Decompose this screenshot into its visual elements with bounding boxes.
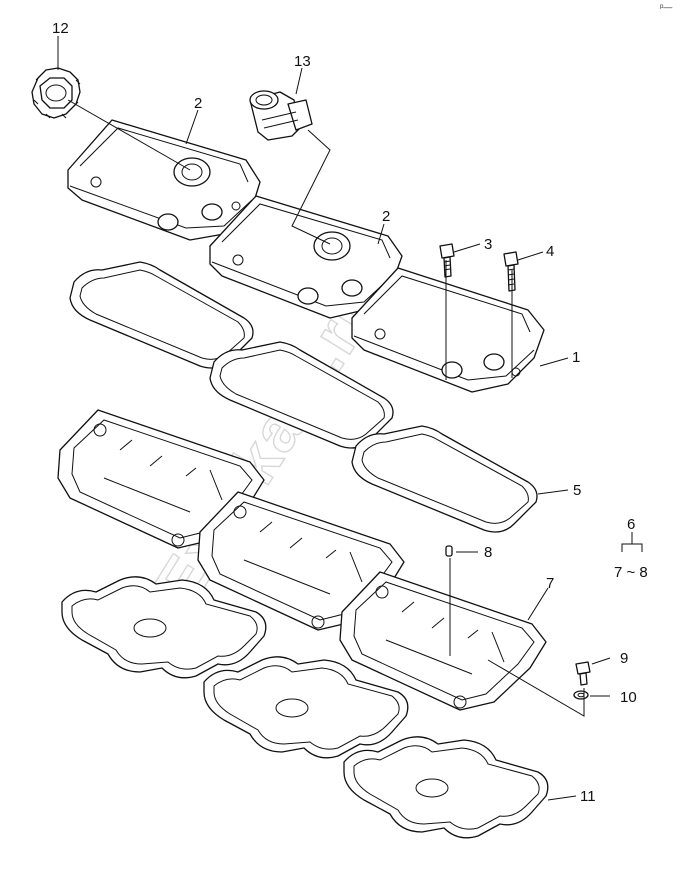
dowel-pin (445, 545, 453, 557)
callout-7: 7 (546, 575, 554, 592)
callout-10: 10 (620, 689, 637, 706)
leader-lines (57, 36, 643, 801)
callout-7-8: 7 ~ 8 (614, 564, 648, 581)
callout-11: 11 (580, 788, 596, 805)
housing-gasket-3 (343, 736, 549, 839)
callout-2-top: 2 (194, 95, 202, 112)
housing-gasket-1 (61, 576, 267, 679)
oil-filler-cap (31, 67, 81, 119)
callout-8: 8 (484, 544, 492, 561)
rocker-cover-3 (351, 267, 545, 393)
callout-13: 13 (294, 53, 311, 70)
callouts: 12 13 2 2 3 4 1 5 6 7 ~ 8 8 7 9 10 11 (52, 20, 648, 805)
callout-6: 6 (627, 516, 635, 533)
page-corner-mark: ᵖ— (660, 2, 672, 12)
callout-9: 9 (620, 650, 628, 667)
breather-fitting (249, 90, 313, 141)
callout-2-middle: 2 (382, 208, 390, 225)
bolt-9 (575, 661, 591, 686)
rocker-cover-2 (209, 195, 403, 319)
cover-gasket-3 (351, 425, 538, 533)
callout-1: 1 (572, 349, 580, 366)
cover-gasket-2 (209, 341, 394, 449)
callout-5: 5 (573, 482, 581, 499)
bolt-3 (439, 243, 455, 278)
rocker-cover-1 (67, 119, 261, 241)
rocker-housing-3 (339, 571, 547, 711)
housing-gasket-2 (203, 656, 409, 759)
washer (573, 690, 589, 700)
bolt-4 (503, 251, 519, 292)
callout-12: 12 (52, 20, 69, 37)
callout-3: 3 (484, 236, 492, 253)
cover-gasket-1 (69, 261, 254, 369)
callout-4: 4 (546, 243, 554, 260)
